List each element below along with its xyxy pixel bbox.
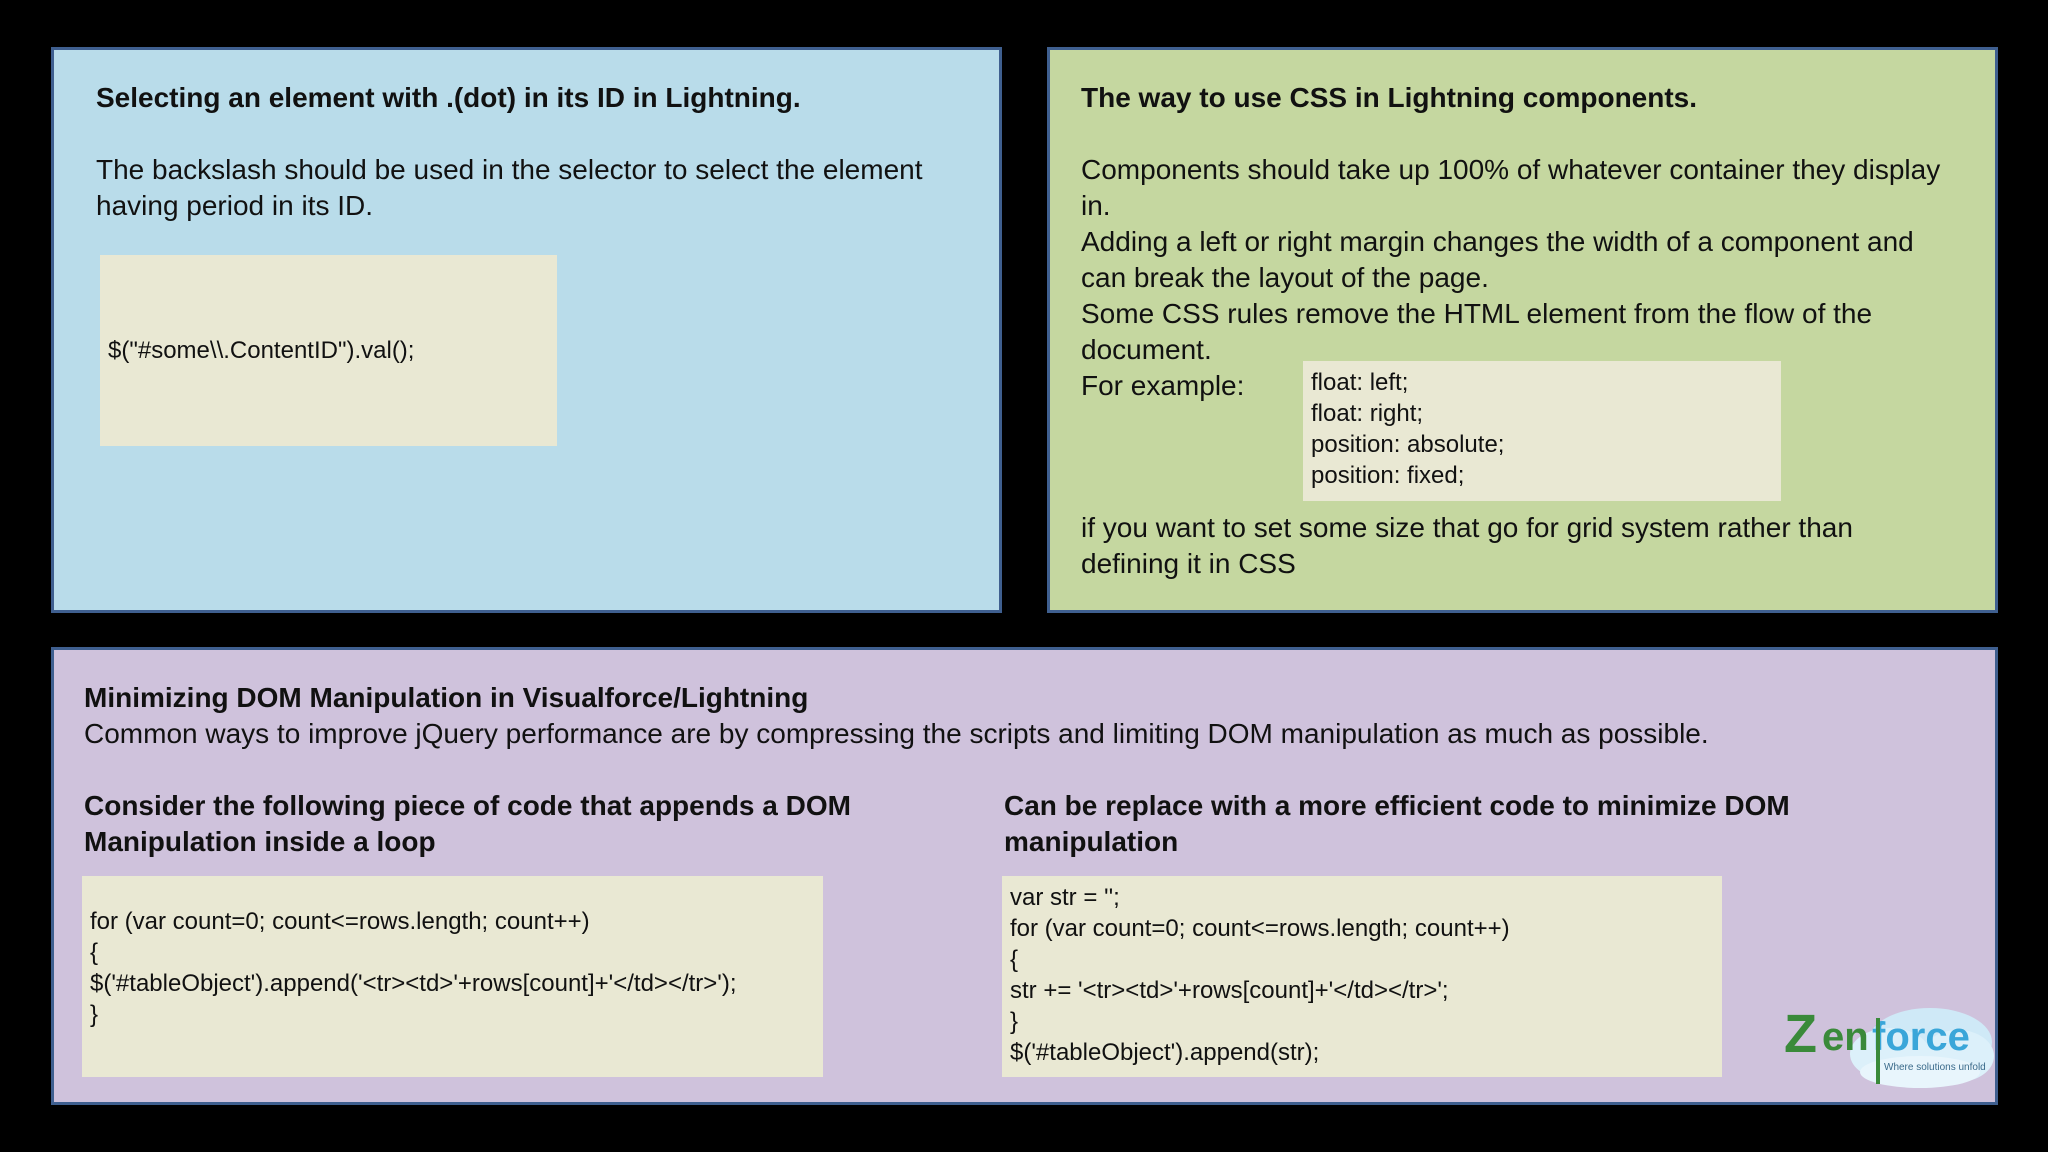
tip-panel-dot-selector: Selecting an element with .(dot) in its … <box>51 47 1002 613</box>
tip-panel-css-lightning: The way to use CSS in Lightning componen… <box>1047 47 1998 613</box>
left-column-heading: Consider the following piece of code tha… <box>84 790 851 857</box>
panel-footer-text: if you want to set some size that go for… <box>1081 512 1853 579</box>
logo-z: Z <box>1784 1004 1817 1064</box>
code-line: for (var count=0; count<=rows.length; co… <box>1010 915 1510 942</box>
panel-body-text: The backslash should be used in the sele… <box>96 154 923 221</box>
code-line: position: absolute; <box>1311 431 1505 458</box>
panel-body-text: Common ways to improve jQuery performanc… <box>84 718 1709 749</box>
zenforce-logo-icon: Z en force Where solutions unfold <box>1784 1004 1994 1088</box>
code-line: position: fixed; <box>1311 462 1465 489</box>
logo-force: force <box>1872 1015 1970 1059</box>
body-line: Some CSS rules remove the HTML element f… <box>1081 298 1873 365</box>
logo-tagline: Where solutions unfold <box>1884 1062 1986 1073</box>
zenforce-logo: Z en force Where solutions unfold <box>1780 990 1998 1090</box>
panel-title: Selecting an element with .(dot) in its … <box>96 82 801 113</box>
code-line: { <box>1010 946 1019 973</box>
code-line: for (var count=0; count<=rows.length; co… <box>90 908 590 935</box>
body-line: Adding a left or right margin changes th… <box>1081 226 1914 293</box>
code-snippet: $("#some\\.ContentID").val(); <box>100 255 557 446</box>
panel-title: The way to use CSS in Lightning componen… <box>1081 82 1698 113</box>
body-line: Components should take up 100% of whatev… <box>1081 154 1941 221</box>
code-snippet-before: for (var count=0; count<=rows.length; co… <box>82 876 823 1077</box>
code-line: str += '<tr><td>'+rows[count]+'</td></tr… <box>1010 977 1449 1004</box>
example-label: For example: <box>1081 370 1245 401</box>
code-line: $('#tableObject').append(str); <box>1010 1039 1320 1066</box>
tip-panel-dom-manipulation: Minimizing DOM Manipulation in Visualfor… <box>51 647 1998 1105</box>
panel-title: Minimizing DOM Manipulation in Visualfor… <box>84 682 809 713</box>
logo-en: en <box>1822 1015 1869 1059</box>
code-line: float: right; <box>1311 400 1424 427</box>
code-line: var str = ''; <box>1010 884 1120 911</box>
code-snippet-after: var str = ''; for (var count=0; count<=ro… <box>1002 876 1722 1077</box>
code-line: { <box>90 939 99 966</box>
code-line: float: left; <box>1311 369 1409 396</box>
code-snippet: float: left; float: right; position: absol… <box>1303 361 1781 501</box>
code-line: } <box>90 1001 99 1028</box>
code-line: $("#some\\.ContentID").val(); <box>108 337 415 364</box>
panel-body-text: Components should take up 100% of whatev… <box>1081 152 1961 368</box>
code-line: } <box>1010 1008 1019 1035</box>
right-column-heading: Can be replace with a more efficient cod… <box>1004 790 1790 857</box>
code-line: $('#tableObject').append('<tr><td>'+rows… <box>90 970 737 997</box>
